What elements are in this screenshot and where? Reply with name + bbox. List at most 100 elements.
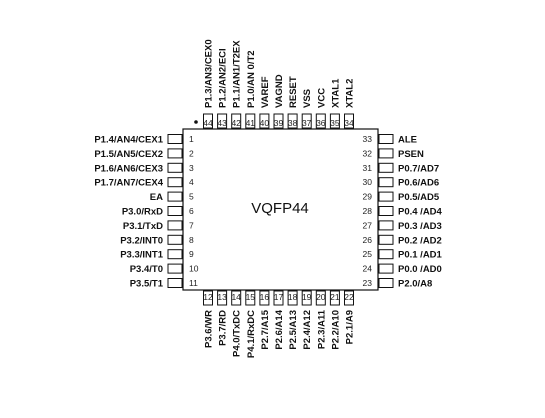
pin-lead-39 [273, 113, 284, 129]
pin-number-12: 12 [203, 292, 213, 302]
pin-label-21: P2.2/A10 [330, 310, 341, 350]
pin-lead-38 [287, 113, 298, 129]
pin-number-4: 4 [189, 177, 194, 187]
pin-lead-25 [378, 249, 394, 260]
pin-label-8: P3.2/INT0 [120, 235, 163, 246]
pin-label-37: VSS [302, 89, 313, 108]
pin-label-33: ALE [398, 135, 417, 146]
pin-label-6: P3.0/RxD [122, 207, 163, 218]
pin-label-27: P0.3 /AD3 [398, 221, 442, 232]
pin-label-22: P2.1/A9 [345, 310, 356, 344]
pin-lead-37 [301, 113, 312, 129]
pin-label-1: P1.4/AN4/CEX1 [94, 135, 163, 146]
pin-label-30: P0.6/AD6 [398, 178, 439, 189]
pin-number-32: 32 [363, 148, 373, 158]
pin-label-10: P3.4/T0 [130, 264, 163, 275]
pin-lead-24 [378, 263, 394, 274]
pin-lead-29 [378, 191, 394, 202]
pin-label-14: P4.0/TxDC [232, 310, 243, 357]
pin-lead-33 [378, 134, 394, 144]
pin-label-32: PSEN [398, 149, 424, 160]
pin-label-40: VAREF [260, 76, 271, 108]
pin-lead-14 [231, 290, 242, 306]
pin-label-5: EA [150, 192, 163, 203]
pin-number-21: 21 [330, 292, 340, 302]
pin-lead-5 [167, 191, 183, 202]
pin-number-22: 22 [344, 292, 354, 302]
pin-lead-12 [203, 290, 213, 306]
pin-label-17: P2.6/A14 [274, 309, 285, 349]
pin-lead-21 [329, 290, 340, 306]
pin-label-29: P0.5/AD5 [398, 192, 440, 203]
pin-lead-34 [344, 113, 354, 129]
pin-label-39: VAGND [274, 74, 285, 108]
pin-lead-41 [245, 113, 256, 129]
pin-label-20: P2.3/A11 [316, 309, 327, 349]
pin-label-44: P1.3/AN3/CEX0 [204, 39, 215, 108]
pin-number-17: 17 [274, 292, 284, 302]
pin-number-5: 5 [189, 192, 194, 202]
pin-number-1: 1 [189, 134, 194, 144]
pin-number-23: 23 [363, 278, 373, 288]
pin-number-11: 11 [189, 278, 198, 288]
pin-label-3: P1.6/AN6/CEX3 [94, 163, 163, 174]
pin-label-43: P1.2/AN2/ECI [218, 48, 229, 108]
pin-lead-22 [344, 290, 354, 306]
pin-number-29: 29 [363, 192, 373, 202]
pin-label-42: P1.1/AN1/T2EX [232, 40, 243, 108]
pin-number-24: 24 [363, 264, 373, 274]
pin-number-15: 15 [246, 292, 256, 302]
pin-number-19: 19 [302, 292, 312, 302]
pin-label-28: P0.4 /AD4 [398, 207, 443, 218]
pin-lead-3 [167, 162, 183, 173]
pin-number-38: 38 [288, 118, 298, 128]
pin-label-35: XTAL1 [330, 78, 341, 108]
pin-lead-28 [378, 206, 394, 216]
pin-lead-26 [378, 234, 394, 245]
pin-label-23: P2.0/A8 [398, 279, 432, 290]
pin-label-2: P1.5/AN5/CEX2 [94, 149, 163, 160]
pin-number-41: 41 [246, 118, 256, 128]
pin-lead-42 [231, 113, 242, 129]
pin-number-14: 14 [231, 292, 241, 302]
pin-number-35: 35 [330, 118, 340, 128]
pin1-marker-dot [194, 120, 198, 124]
pin-lead-13 [217, 290, 228, 306]
pin-label-15: P4.1/RxDC [246, 310, 257, 358]
pin-number-28: 28 [363, 206, 373, 216]
pin-number-6: 6 [189, 206, 194, 216]
pin-label-4: P1.7/AN7/CEX4 [94, 178, 163, 189]
pin-number-9: 9 [189, 249, 194, 259]
pin-lead-6 [167, 206, 183, 216]
pin-label-9: P3.3/INT1 [120, 250, 163, 261]
chip-body [182, 128, 379, 291]
pin-label-41: P1.0/AN 0/T2 [246, 50, 257, 108]
pin-label-24: P0.0 /AD0 [398, 264, 442, 275]
pin-number-8: 8 [189, 235, 194, 245]
pin-label-11: P3.5/T1 [130, 279, 164, 290]
pin-label-19: P2.4/A12 [302, 310, 313, 350]
pin-label-26: P0.2 /AD2 [398, 235, 442, 246]
pin-number-18: 18 [288, 292, 298, 302]
pin-label-7: P3.1/TxD [123, 221, 163, 232]
pin-lead-10 [167, 263, 183, 274]
pin-lead-30 [378, 177, 394, 188]
pin-label-13: P3.7/RD [218, 310, 229, 346]
pin-lead-31 [378, 162, 394, 173]
pin-lead-8 [167, 234, 183, 245]
pin-label-38: RESET [288, 76, 299, 108]
pin-lead-11 [167, 278, 183, 288]
pin-lead-23 [378, 278, 394, 288]
pin-number-36: 36 [316, 118, 326, 128]
pin-lead-20 [315, 290, 326, 306]
pin-lead-27 [378, 220, 394, 231]
pin-lead-9 [167, 249, 183, 260]
pin-number-31: 31 [363, 163, 373, 173]
pins-layer: 1P1.4/AN4/CEX12P1.5/AN5/CEX23P1.6/AN6/CE… [94, 39, 442, 358]
pin-number-44: 44 [203, 118, 213, 128]
pin-number-10: 10 [189, 264, 199, 274]
pin-number-43: 43 [217, 118, 227, 128]
pin-lead-18 [287, 290, 298, 306]
pin-number-16: 16 [260, 292, 270, 302]
